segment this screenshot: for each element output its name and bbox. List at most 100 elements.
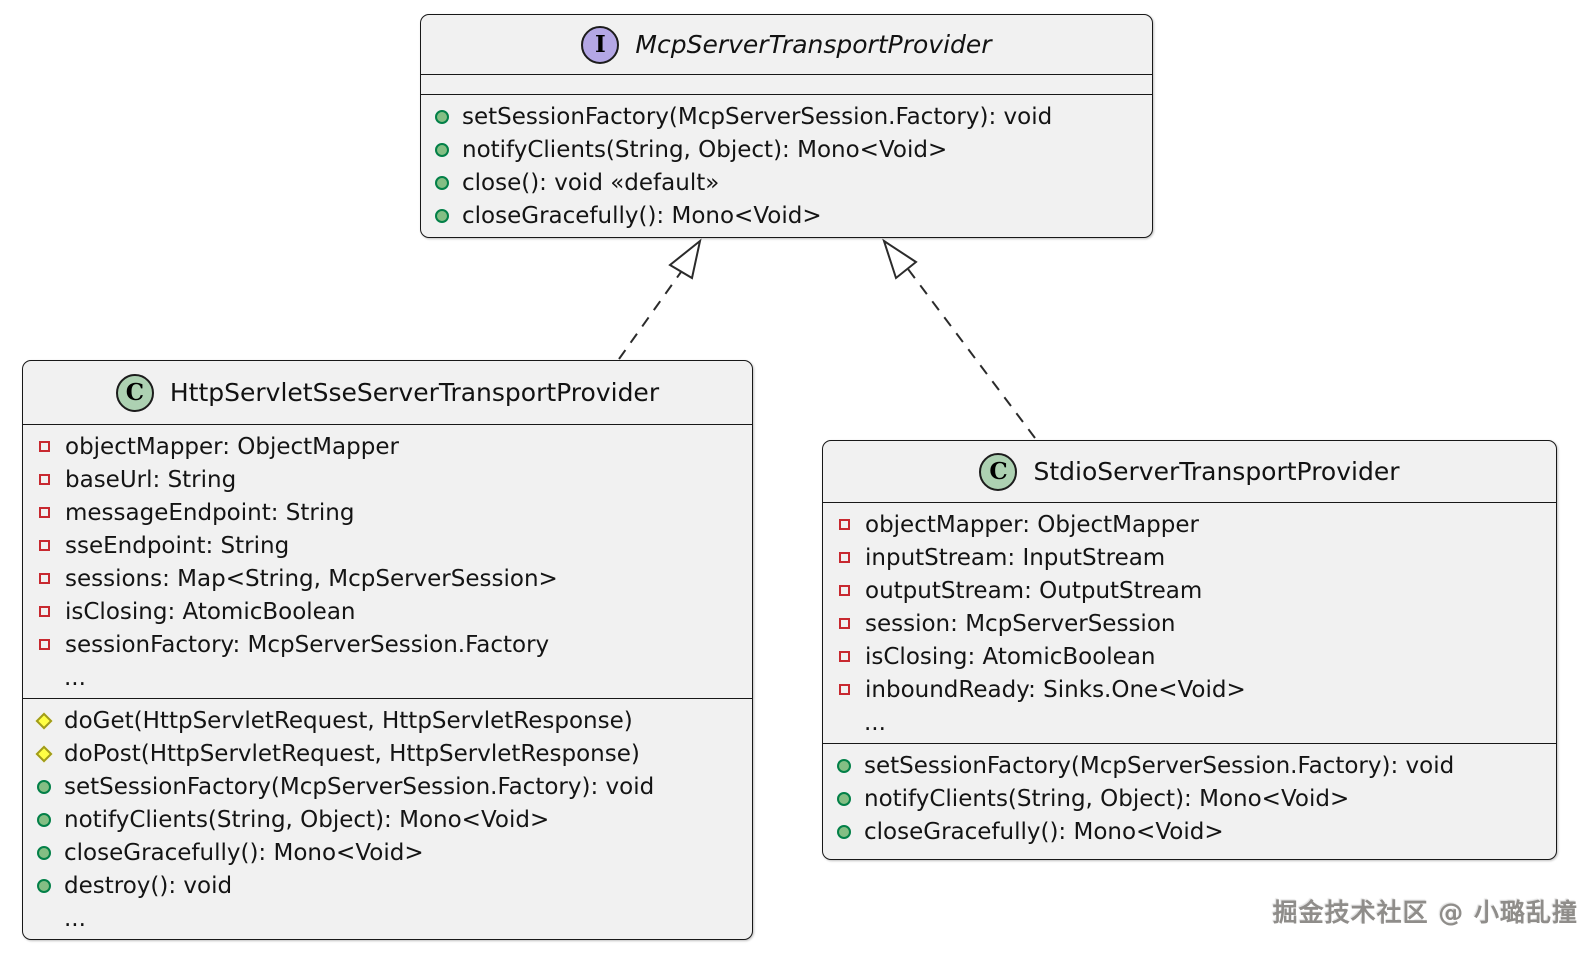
field-row: isClosing: AtomicBoolean	[37, 595, 742, 628]
method-row: closeGracefully(): Mono<Void>	[37, 836, 742, 869]
field-row: isClosing: AtomicBoolean	[837, 640, 1546, 673]
method-row: notifyClients(String, Object): Mono<Void…	[37, 803, 742, 836]
class-title-bar: C StdioServerTransportProvider	[823, 441, 1556, 503]
methods-compartment: doGet(HttpServletRequest, HttpServletRes…	[23, 698, 752, 939]
private-visibility-icon	[39, 606, 50, 617]
method-row: doPost(HttpServletRequest, HttpServletRe…	[35, 737, 742, 770]
public-visibility-icon	[837, 824, 851, 839]
public-visibility-icon	[37, 779, 51, 794]
method-row: ...	[37, 902, 742, 935]
public-visibility-icon	[37, 812, 51, 827]
private-visibility-icon	[839, 651, 850, 662]
method-signature: ...	[64, 905, 86, 932]
class-icon: C	[115, 373, 154, 412]
field-signature: ...	[864, 709, 886, 736]
field-row: messageEndpoint: String	[37, 496, 742, 529]
method-signature: doGet(HttpServletRequest, HttpServletRes…	[64, 707, 633, 734]
method-signature: setSessionFactory(McpServerSession.Facto…	[864, 752, 1455, 779]
public-visibility-icon	[435, 175, 449, 190]
public-visibility-icon	[435, 109, 449, 124]
method-signature: setSessionFactory(McpServerSession.Facto…	[64, 773, 655, 800]
class-title-bar: C HttpServletSseServerTransportProvider	[23, 361, 752, 425]
method-signature: destroy(): void	[64, 872, 233, 899]
methods-compartment: setSessionFactory(McpServerSession.Facto…	[421, 95, 1152, 236]
protected-visibility-icon	[35, 712, 53, 729]
field-signature: objectMapper: ObjectMapper	[865, 511, 1199, 538]
field-signature: ...	[64, 664, 86, 691]
class-title-bar: I McpServerTransportProvider	[421, 15, 1152, 75]
fields-compartment: objectMapper: ObjectMapper inputStream: …	[823, 503, 1556, 743]
class-icon: C	[979, 452, 1018, 491]
field-row: session: McpServerSession	[837, 607, 1546, 640]
method-signature: doPost(HttpServletRequest, HttpServletRe…	[64, 740, 640, 767]
field-signature: messageEndpoint: String	[65, 499, 355, 526]
method-signature: setSessionFactory(McpServerSession.Facto…	[462, 103, 1053, 130]
private-visibility-icon	[39, 441, 50, 452]
field-signature: inputStream: InputStream	[865, 544, 1166, 571]
method-signature: notifyClients(String, Object): Mono<Void…	[462, 136, 948, 163]
methods-compartment: setSessionFactory(McpServerSession.Facto…	[823, 743, 1556, 852]
method-signature: notifyClients(String, Object): Mono<Void…	[64, 806, 550, 833]
field-signature: sessionFactory: McpServerSession.Factory	[65, 631, 550, 658]
class-box-httpservletsseservertransportprovider: C HttpServletSseServerTransportProvider …	[22, 360, 753, 940]
method-signature: notifyClients(String, Object): Mono<Void…	[864, 785, 1350, 812]
realization-arrowhead-httpservlet	[668, 238, 702, 280]
field-row: objectMapper: ObjectMapper	[37, 430, 742, 463]
realization-arrowhead-stdio	[882, 238, 918, 280]
field-signature: isClosing: AtomicBoolean	[865, 643, 1156, 670]
private-visibility-icon	[839, 552, 850, 563]
field-row: sessions: Map<String, McpServerSession>	[37, 562, 742, 595]
public-visibility-icon	[435, 142, 449, 157]
field-signature: baseUrl: String	[65, 466, 237, 493]
method-row: setSessionFactory(McpServerSession.Facto…	[435, 100, 1142, 133]
private-visibility-icon	[39, 507, 50, 518]
public-visibility-icon	[837, 791, 851, 806]
method-row: notifyClients(String, Object): Mono<Void…	[837, 782, 1546, 815]
field-row: inputStream: InputStream	[837, 541, 1546, 574]
private-visibility-icon	[839, 618, 850, 629]
private-visibility-icon	[39, 540, 50, 551]
class-name: McpServerTransportProvider	[635, 30, 992, 59]
class-name: StdioServerTransportProvider	[1033, 457, 1400, 486]
watermark-text: 掘金技术社区 @ 小璐乱撞	[1272, 898, 1578, 927]
field-row: ...	[837, 706, 1546, 739]
class-box-stdioservertransportprovider: C StdioServerTransportProvider objectMap…	[822, 440, 1557, 860]
method-row: setSessionFactory(McpServerSession.Facto…	[37, 770, 742, 803]
method-row: setSessionFactory(McpServerSession.Facto…	[837, 749, 1546, 782]
field-row: outputStream: OutputStream	[837, 574, 1546, 607]
method-row: doGet(HttpServletRequest, HttpServletRes…	[35, 704, 742, 737]
public-visibility-icon	[435, 208, 449, 223]
fields-compartment: objectMapper: ObjectMapper baseUrl: Stri…	[23, 425, 752, 698]
method-signature: closeGracefully(): Mono<Void>	[864, 818, 1224, 845]
private-visibility-icon	[39, 639, 50, 650]
field-row: baseUrl: String	[37, 463, 742, 496]
private-visibility-icon	[39, 573, 50, 584]
method-row: notifyClients(String, Object): Mono<Void…	[435, 133, 1142, 166]
method-row: closeGracefully(): Mono<Void>	[837, 815, 1546, 848]
field-signature: isClosing: AtomicBoolean	[65, 598, 356, 625]
field-signature: sessions: Map<String, McpServerSession>	[65, 565, 558, 592]
field-signature: session: McpServerSession	[865, 610, 1176, 637]
field-row: ...	[37, 661, 742, 694]
method-row: closeGracefully(): Mono<Void>	[435, 199, 1142, 232]
field-signature: outputStream: OutputStream	[865, 577, 1203, 604]
private-visibility-icon	[839, 585, 850, 596]
method-signature: closeGracefully(): Mono<Void>	[64, 839, 424, 866]
field-signature: objectMapper: ObjectMapper	[65, 433, 399, 460]
public-visibility-icon	[837, 758, 851, 773]
realization-line-httpservlet	[618, 271, 682, 360]
private-visibility-icon	[39, 474, 50, 485]
private-visibility-icon	[839, 519, 850, 530]
fields-compartment-empty	[421, 75, 1152, 95]
public-visibility-icon	[37, 878, 51, 893]
interface-icon: I	[581, 25, 620, 64]
realization-line-stdio	[907, 268, 1036, 439]
class-box-mcpservertransportprovider: I McpServerTransportProvider setSessionF…	[420, 14, 1153, 238]
method-signature: close(): void «default»	[462, 169, 720, 196]
public-visibility-icon	[37, 845, 51, 860]
field-signature: sseEndpoint: String	[65, 532, 290, 559]
protected-visibility-icon	[35, 745, 53, 762]
field-row: sessionFactory: McpServerSession.Factory	[37, 628, 742, 661]
method-signature: closeGracefully(): Mono<Void>	[462, 202, 822, 229]
method-row: destroy(): void	[37, 869, 742, 902]
